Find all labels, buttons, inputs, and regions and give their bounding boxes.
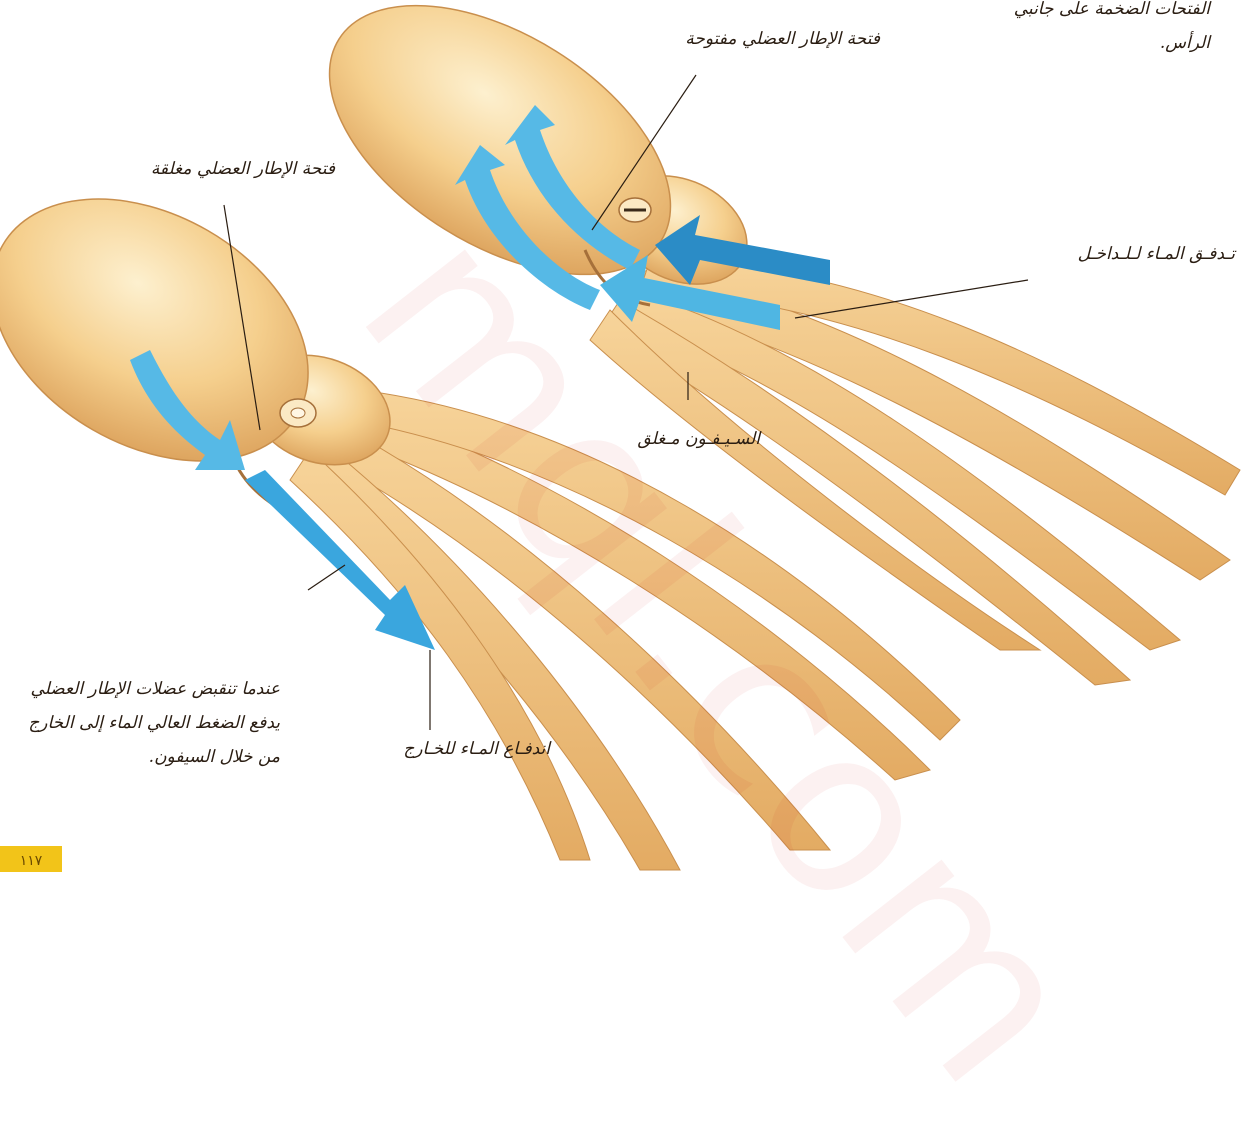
label-siphon-closed: السـيـفـون مـغلق (540, 422, 760, 456)
squid-arms-right (590, 260, 1240, 685)
label-mantle-opening-open: فتحة الإطار العضلي مفتوحة (620, 22, 880, 56)
label-large-openings: الفتحات الضخمة على جانبي الرأس. (980, 0, 1210, 60)
page-number: ١١٧ (0, 846, 62, 872)
diagram-stage: mql.com الفتحات الضخمة على جانبي الرأس. … (0, 0, 1249, 872)
label-water-out: اندفـاع المـاء للخـارج (330, 732, 550, 766)
label-contraction-note: عندما تنقبض عضلات الإطار العضلي يدفع الض… (20, 672, 280, 774)
label-mantle-opening-closed: فتحة الإطار العضلي مغلقة (80, 152, 335, 186)
label-water-flow-in: تـدفـق المـاء لـلـداخـل (990, 237, 1235, 271)
